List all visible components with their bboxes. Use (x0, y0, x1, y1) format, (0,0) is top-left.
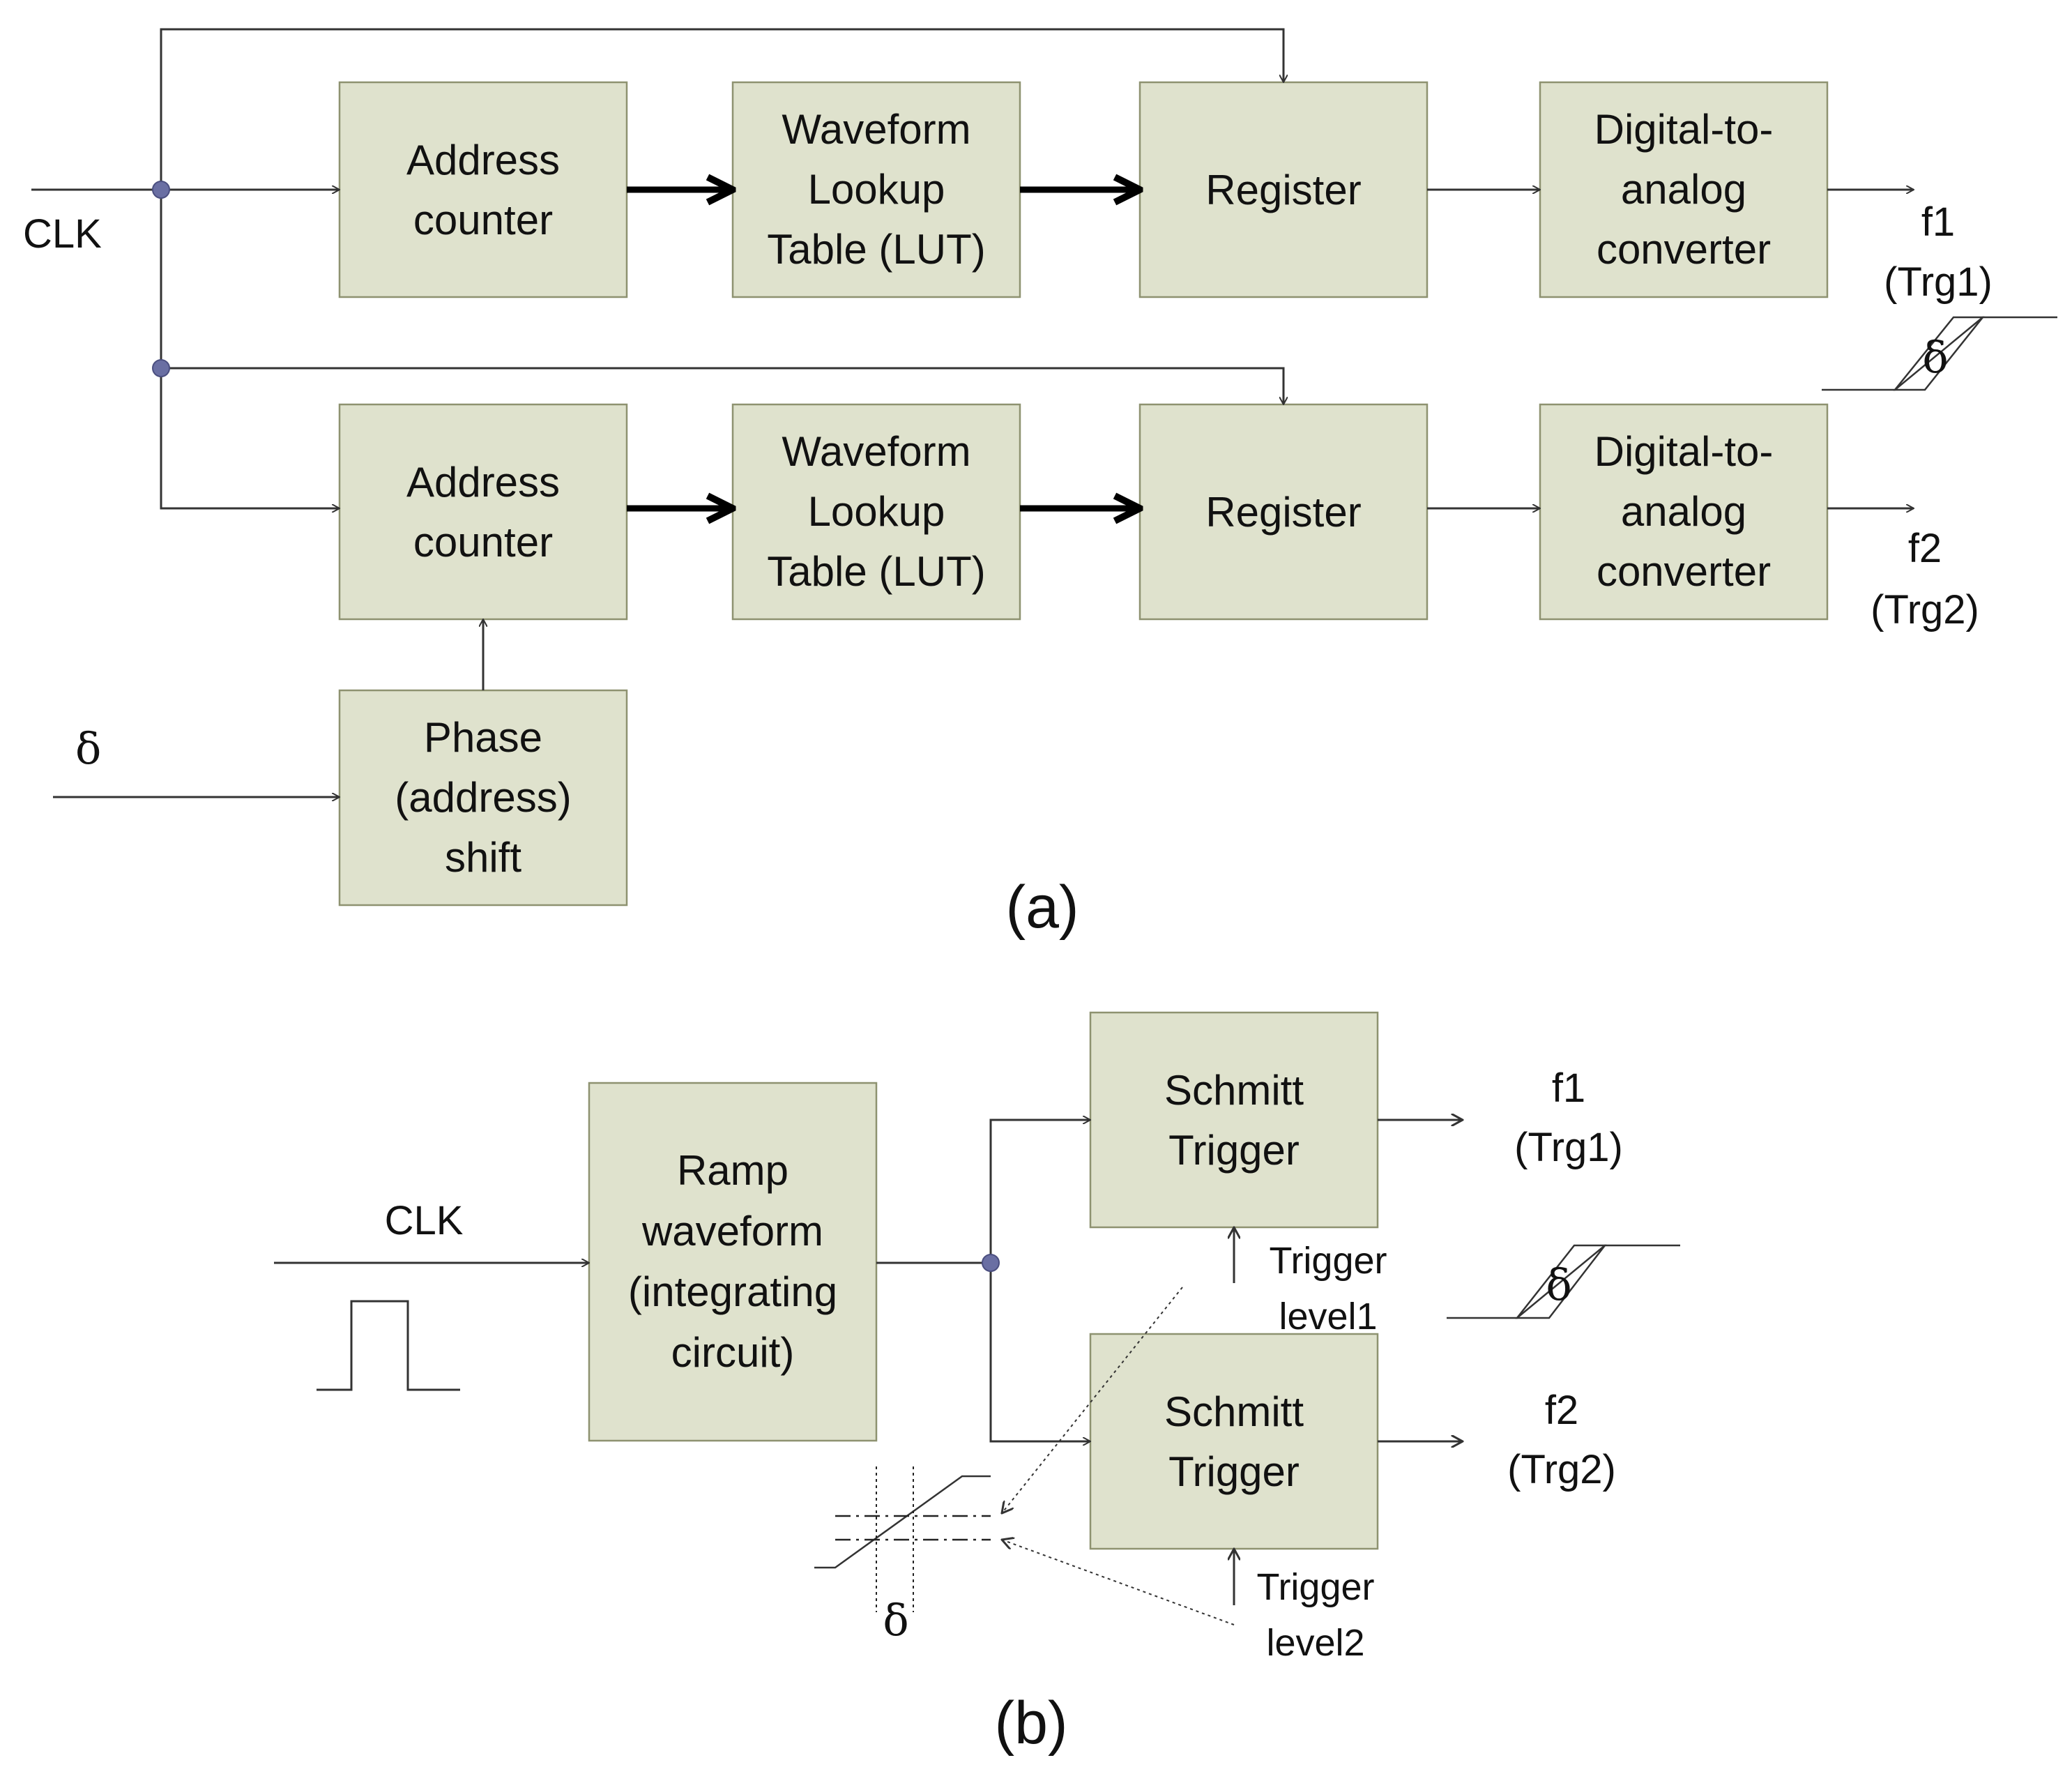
address-counter-1-line2: counter (413, 197, 553, 243)
waveform-lut-2-line1: Waveform (782, 428, 970, 475)
trigger-level2-line1: Trigger (1256, 1566, 1374, 1608)
waveform-lut-1: Waveform Lookup Table (LUT) (731, 81, 1021, 298)
clk-label-b: CLK (385, 1198, 464, 1243)
trigger-level1-line2: level1 (1279, 1296, 1377, 1337)
trg1-label-b: (Trg1) (1514, 1125, 1623, 1170)
trg2-label-a: (Trg2) (1871, 587, 1979, 632)
panel-a-wires (31, 28, 1914, 797)
schmitt-2-line1: Schmitt (1164, 1388, 1304, 1435)
panel-a: Address counter Waveform Lookup Table (L… (23, 28, 2057, 941)
waveform-lut-1-line2: Lookup (808, 166, 945, 213)
clock-pulse-icon (317, 1300, 460, 1391)
address-counter-2-line2: counter (413, 519, 553, 566)
delta-skew-label-a: δ (1922, 332, 1948, 383)
register-2: Register (1138, 403, 1429, 621)
ramp-line4: circuit) (671, 1329, 795, 1376)
address-counter-2-line1: Address (406, 459, 560, 506)
dac-2-line1: Digital-to- (1594, 428, 1774, 475)
dac-1-line2: analog (1621, 166, 1746, 213)
panel-b-wires (274, 1120, 1463, 1605)
caption-a: (a) (1005, 874, 1079, 941)
address-counter-1-line1: Address (406, 137, 560, 183)
waveform-lut-1-line3: Table (LUT) (767, 226, 985, 273)
clk-junction-2 (152, 359, 170, 377)
schmitt-2-line2: Trigger (1168, 1448, 1300, 1495)
dac-2-line3: converter (1597, 548, 1771, 595)
clk-junction-1 (152, 181, 170, 199)
ramp-junction (982, 1254, 1000, 1272)
dac-1: Digital-to- analog converter (1539, 81, 1829, 298)
trigger-level1-line1: Trigger (1269, 1240, 1387, 1282)
waveform-lut-2: Waveform Lookup Table (LUT) (731, 403, 1021, 621)
phase-shift-line2: (address) (395, 774, 571, 821)
f2-label-a: f2 (1908, 526, 1942, 571)
f1-label-a: f1 (1921, 199, 1955, 245)
address-counter-1: Address counter (338, 81, 628, 298)
delta-skew-symbol-b: δ (1447, 1244, 1680, 1319)
waveform-lut-2-line2: Lookup (808, 488, 945, 535)
schmitt-1-line1: Schmitt (1164, 1067, 1304, 1114)
ramp-line3: (integrating (628, 1268, 837, 1315)
register-1: Register (1138, 81, 1429, 298)
f2-label-b: f2 (1545, 1388, 1578, 1433)
phase-shift-line1: Phase (424, 714, 542, 761)
trg2-label-b: (Trg2) (1507, 1447, 1616, 1492)
register-2-label: Register (1205, 489, 1361, 536)
delta-skew-label-b: δ (1546, 1259, 1571, 1310)
waveform-lut-2-line3: Table (LUT) (767, 548, 985, 595)
delta-skew-symbol-a: δ (1822, 316, 2057, 391)
waveform-lut-1-line1: Waveform (782, 106, 970, 153)
register-1-label: Register (1205, 167, 1361, 213)
delta-input-label: δ (75, 723, 101, 774)
ramp-waveform: Ramp waveform (integrating circuit) (588, 1082, 878, 1442)
phase-shift-line3: shift (445, 834, 521, 881)
phase-shift: Phase (address) shift (338, 689, 628, 907)
dac-1-line3: converter (1597, 226, 1771, 273)
f1-label-b: f1 (1552, 1066, 1585, 1111)
delta-levels-label: δ (883, 1595, 908, 1646)
dac-2: Digital-to- analog converter (1539, 403, 1829, 621)
schmitt-trigger-1: Schmitt Trigger (1089, 1011, 1379, 1229)
ramp-line1: Ramp (677, 1147, 789, 1194)
ramp-line2: waveform (641, 1208, 823, 1254)
schmitt-trigger-2: Schmitt Trigger (1089, 1333, 1379, 1550)
dac-2-line2: analog (1621, 488, 1746, 535)
panel-b: Ramp waveform (integrating circuit) Schm… (274, 1011, 1680, 1757)
threshold-inset: δ (814, 1287, 1235, 1646)
clk-label-a: CLK (23, 211, 102, 257)
caption-b: (b) (994, 1690, 1067, 1757)
dac-1-line1: Digital-to- (1594, 106, 1774, 153)
schmitt-1-line2: Trigger (1168, 1127, 1300, 1174)
trigger-level2-line2: level2 (1266, 1622, 1364, 1664)
address-counter-2: Address counter (338, 403, 628, 621)
trg1-label-a: (Trg1) (1884, 259, 1993, 305)
